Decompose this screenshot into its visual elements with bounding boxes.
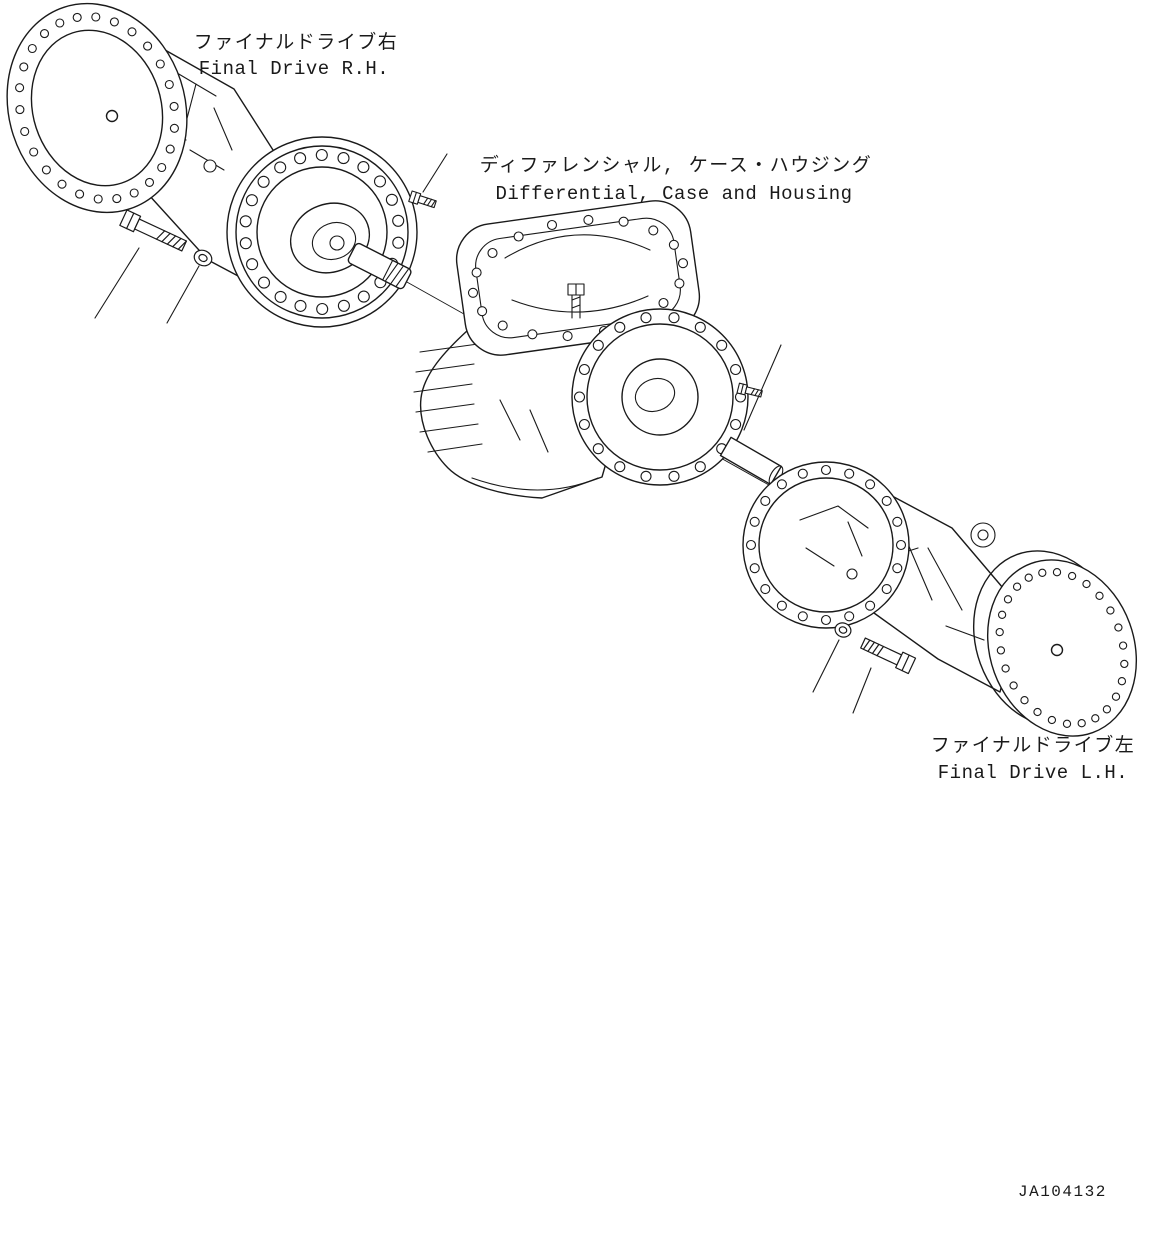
leader-line-bolt-3 (743, 344, 782, 431)
bolt-1 (119, 209, 188, 252)
lh-housing-plug-inner (977, 529, 989, 541)
differential-flange (571, 308, 749, 486)
label-final-drive-lh-en: Final Drive L.H. (937, 762, 1129, 784)
lh-disc (972, 550, 1138, 737)
lh-housing-plug-outer (970, 522, 996, 548)
label-differential-jp: ディファレンシャル, ケース・ハウジング (479, 155, 873, 177)
breather-plug (567, 283, 585, 319)
drawing-number: JA104132 (1018, 1183, 1107, 1201)
final-drive-rh-drawing (6, 2, 418, 328)
rh-housing-plug (203, 159, 217, 173)
label-final-drive-lh-jp: ファイナルドライブ左 (930, 735, 1136, 757)
washer-1 (193, 249, 213, 267)
bolt-2 (408, 190, 437, 209)
washer-2 (834, 622, 852, 638)
leader-line-bolt-4 (852, 667, 872, 714)
leader-line-bolt-2 (422, 153, 448, 193)
label-final-drive-rh-jp: ファイナルドライブ右 (193, 32, 399, 54)
leader-line-washer-2 (812, 639, 840, 693)
label-final-drive-rh-en: Final Drive R.H. (198, 58, 390, 80)
leader-line-bolt-1 (94, 247, 140, 319)
lh-flange (742, 461, 910, 629)
bolt-3 (736, 382, 763, 398)
leader-line-washer-1 (166, 265, 200, 324)
diff-body-detail (471, 399, 599, 491)
diff-fins (413, 343, 483, 453)
final-drive-lh-drawing (742, 461, 1138, 737)
rh-disc (6, 2, 188, 214)
bolt-4 (860, 637, 917, 675)
lh-housing-detail (879, 529, 985, 641)
label-differential-en: Differential, Case and Housing (495, 183, 853, 205)
rh-axle-shaft (347, 242, 412, 290)
differential-drawing (413, 200, 784, 499)
rh-flange (226, 136, 418, 328)
